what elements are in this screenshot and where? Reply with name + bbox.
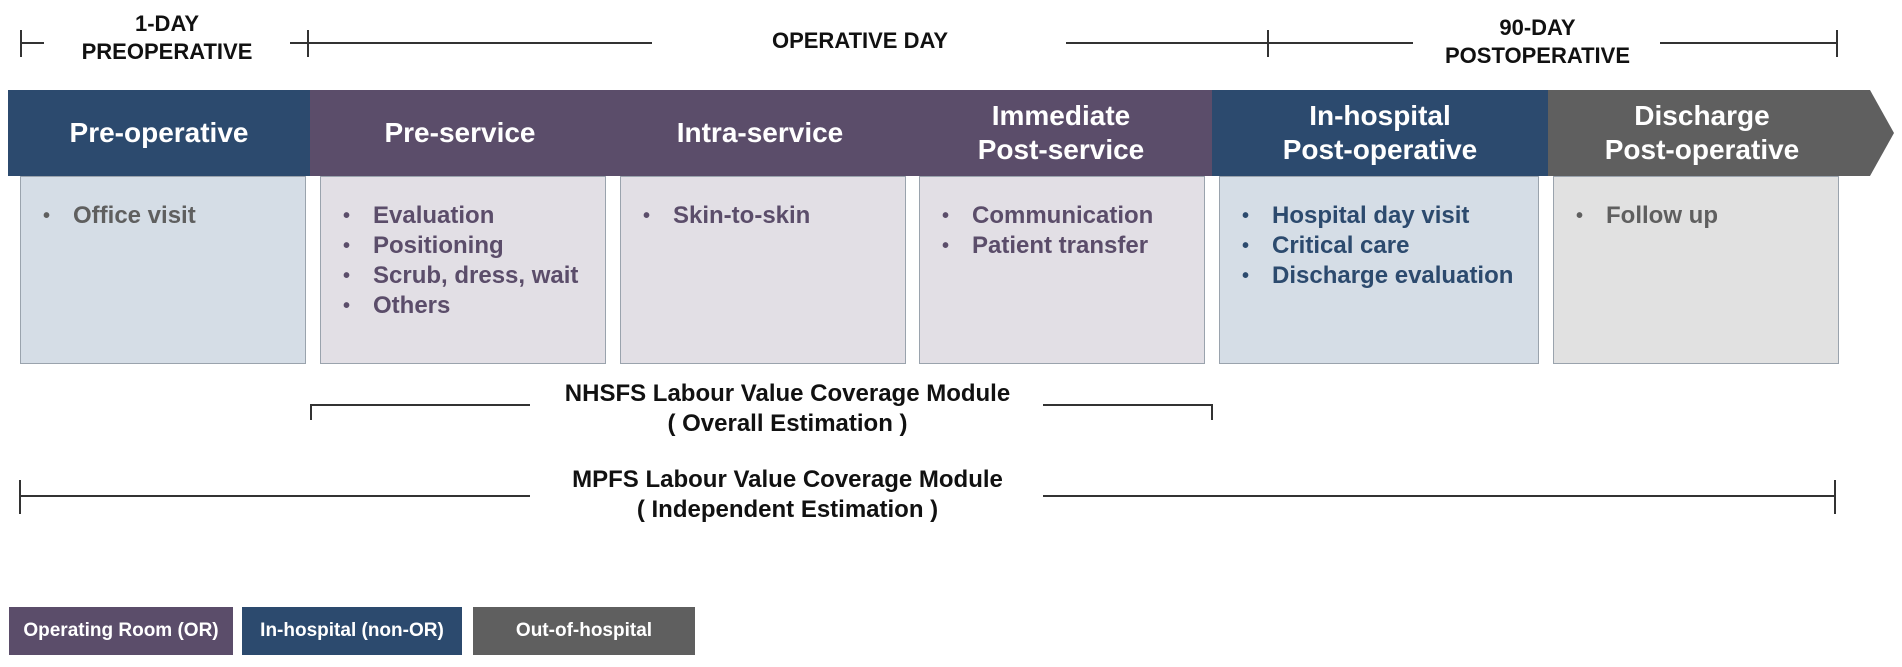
phase-label-line2: Post-operative <box>1604 134 1800 165</box>
phase-label-line1: Immediate <box>991 100 1131 131</box>
postoperative-label: 90-DAY POSTOPERATIVE <box>1420 14 1655 70</box>
preoperative-label-line1: 1-DAY <box>135 11 199 36</box>
phase-label-line1: Pre-operative <box>69 117 249 148</box>
arrow-head-icon <box>1858 90 1894 176</box>
legend-label: Operating Room (OR) <box>23 620 219 641</box>
phase-immediate-post-service: Immediate Post-service <box>910 90 1212 176</box>
legend-out-of-hospital: Out-of-hospital <box>473 607 695 655</box>
preoperative-label-line2: PREOPERATIVE <box>81 39 253 64</box>
list-item: Communication <box>942 201 1204 231</box>
phase-pre-service: Pre-service <box>310 90 610 176</box>
detail-list: Office visit <box>43 201 305 231</box>
nhsfs-module-label: NHSFS Labour Value Coverage Module ( Ove… <box>540 379 1035 439</box>
detail-box-pre-operative: Office visit <box>20 176 306 364</box>
postoperative-label-line2: POSTOPERATIVE <box>1444 43 1630 68</box>
phase-label-line2: Post-service <box>977 134 1145 165</box>
module-brackets <box>19 404 1836 514</box>
nhsfs-module-title: NHSFS Labour Value Coverage Module <box>564 380 1011 407</box>
phase-discharge-post-operative: Discharge Post-operative <box>1548 90 1860 176</box>
phase-label-line1: Discharge <box>1634 100 1770 131</box>
list-item: Skin-to-skin <box>643 201 905 231</box>
mpfs-module-title: MPFS Labour Value Coverage Module <box>572 466 1003 493</box>
list-item: Scrub, dress, wait <box>343 261 605 291</box>
phase-pre-operative: Pre-operative <box>8 90 310 176</box>
postoperative-label-line1: 90-DAY <box>1499 15 1576 40</box>
list-item: Office visit <box>43 201 305 231</box>
phase-label-line1: In-hospital <box>1309 100 1451 131</box>
detail-box-immediate-post-service: Communication Patient transfer <box>919 176 1205 364</box>
timeline-lines <box>20 30 1838 57</box>
phase-label-line1: Pre-service <box>384 117 536 148</box>
list-item: Evaluation <box>343 201 605 231</box>
operative-day-label-text: OPERATIVE DAY <box>771 28 949 53</box>
legend-operating-room: Operating Room (OR) <box>9 607 233 655</box>
mpfs-module-label: MPFS Labour Value Coverage Module ( Inde… <box>540 465 1035 525</box>
list-item: Hospital day visit <box>1242 201 1538 231</box>
detail-list: Follow up <box>1576 201 1838 231</box>
detail-box-intra-service: Skin-to-skin <box>620 176 906 364</box>
legend-in-hospital: In-hospital (non-OR) <box>242 607 462 655</box>
mpfs-module-subtitle: ( Independent Estimation ) <box>636 496 939 523</box>
list-item: Follow up <box>1576 201 1838 231</box>
detail-box-discharge-post-operative: Follow up <box>1553 176 1839 364</box>
phase-label-line2: Post-operative <box>1282 134 1478 165</box>
detail-list: Evaluation Positioning Scrub, dress, wai… <box>343 201 605 321</box>
detail-box-pre-service: Evaluation Positioning Scrub, dress, wai… <box>320 176 606 364</box>
detail-box-in-hospital-post-operative: Hospital day visit Critical care Dischar… <box>1219 176 1539 364</box>
nhsfs-module-subtitle: ( Overall Estimation ) <box>667 410 908 437</box>
phase-intra-service: Intra-service <box>610 90 910 176</box>
detail-list: Hospital day visit Critical care Dischar… <box>1242 201 1538 291</box>
list-item: Others <box>343 291 605 321</box>
list-item: Patient transfer <box>942 231 1204 261</box>
list-item: Critical care <box>1242 231 1538 261</box>
detail-list: Skin-to-skin <box>643 201 905 231</box>
list-item: Positioning <box>343 231 605 261</box>
preoperative-label: 1-DAY PREOPERATIVE <box>52 10 282 66</box>
phase-in-hospital-post-operative: In-hospital Post-operative <box>1212 90 1548 176</box>
legend-label: In-hospital (non-OR) <box>260 620 444 641</box>
phase-label-line1: Intra-service <box>676 117 844 148</box>
operative-day-label: OPERATIVE DAY <box>700 27 1020 55</box>
detail-list: Communication Patient transfer <box>942 201 1204 261</box>
list-item: Discharge evaluation <box>1242 261 1538 291</box>
legend-label: Out-of-hospital <box>515 620 653 641</box>
